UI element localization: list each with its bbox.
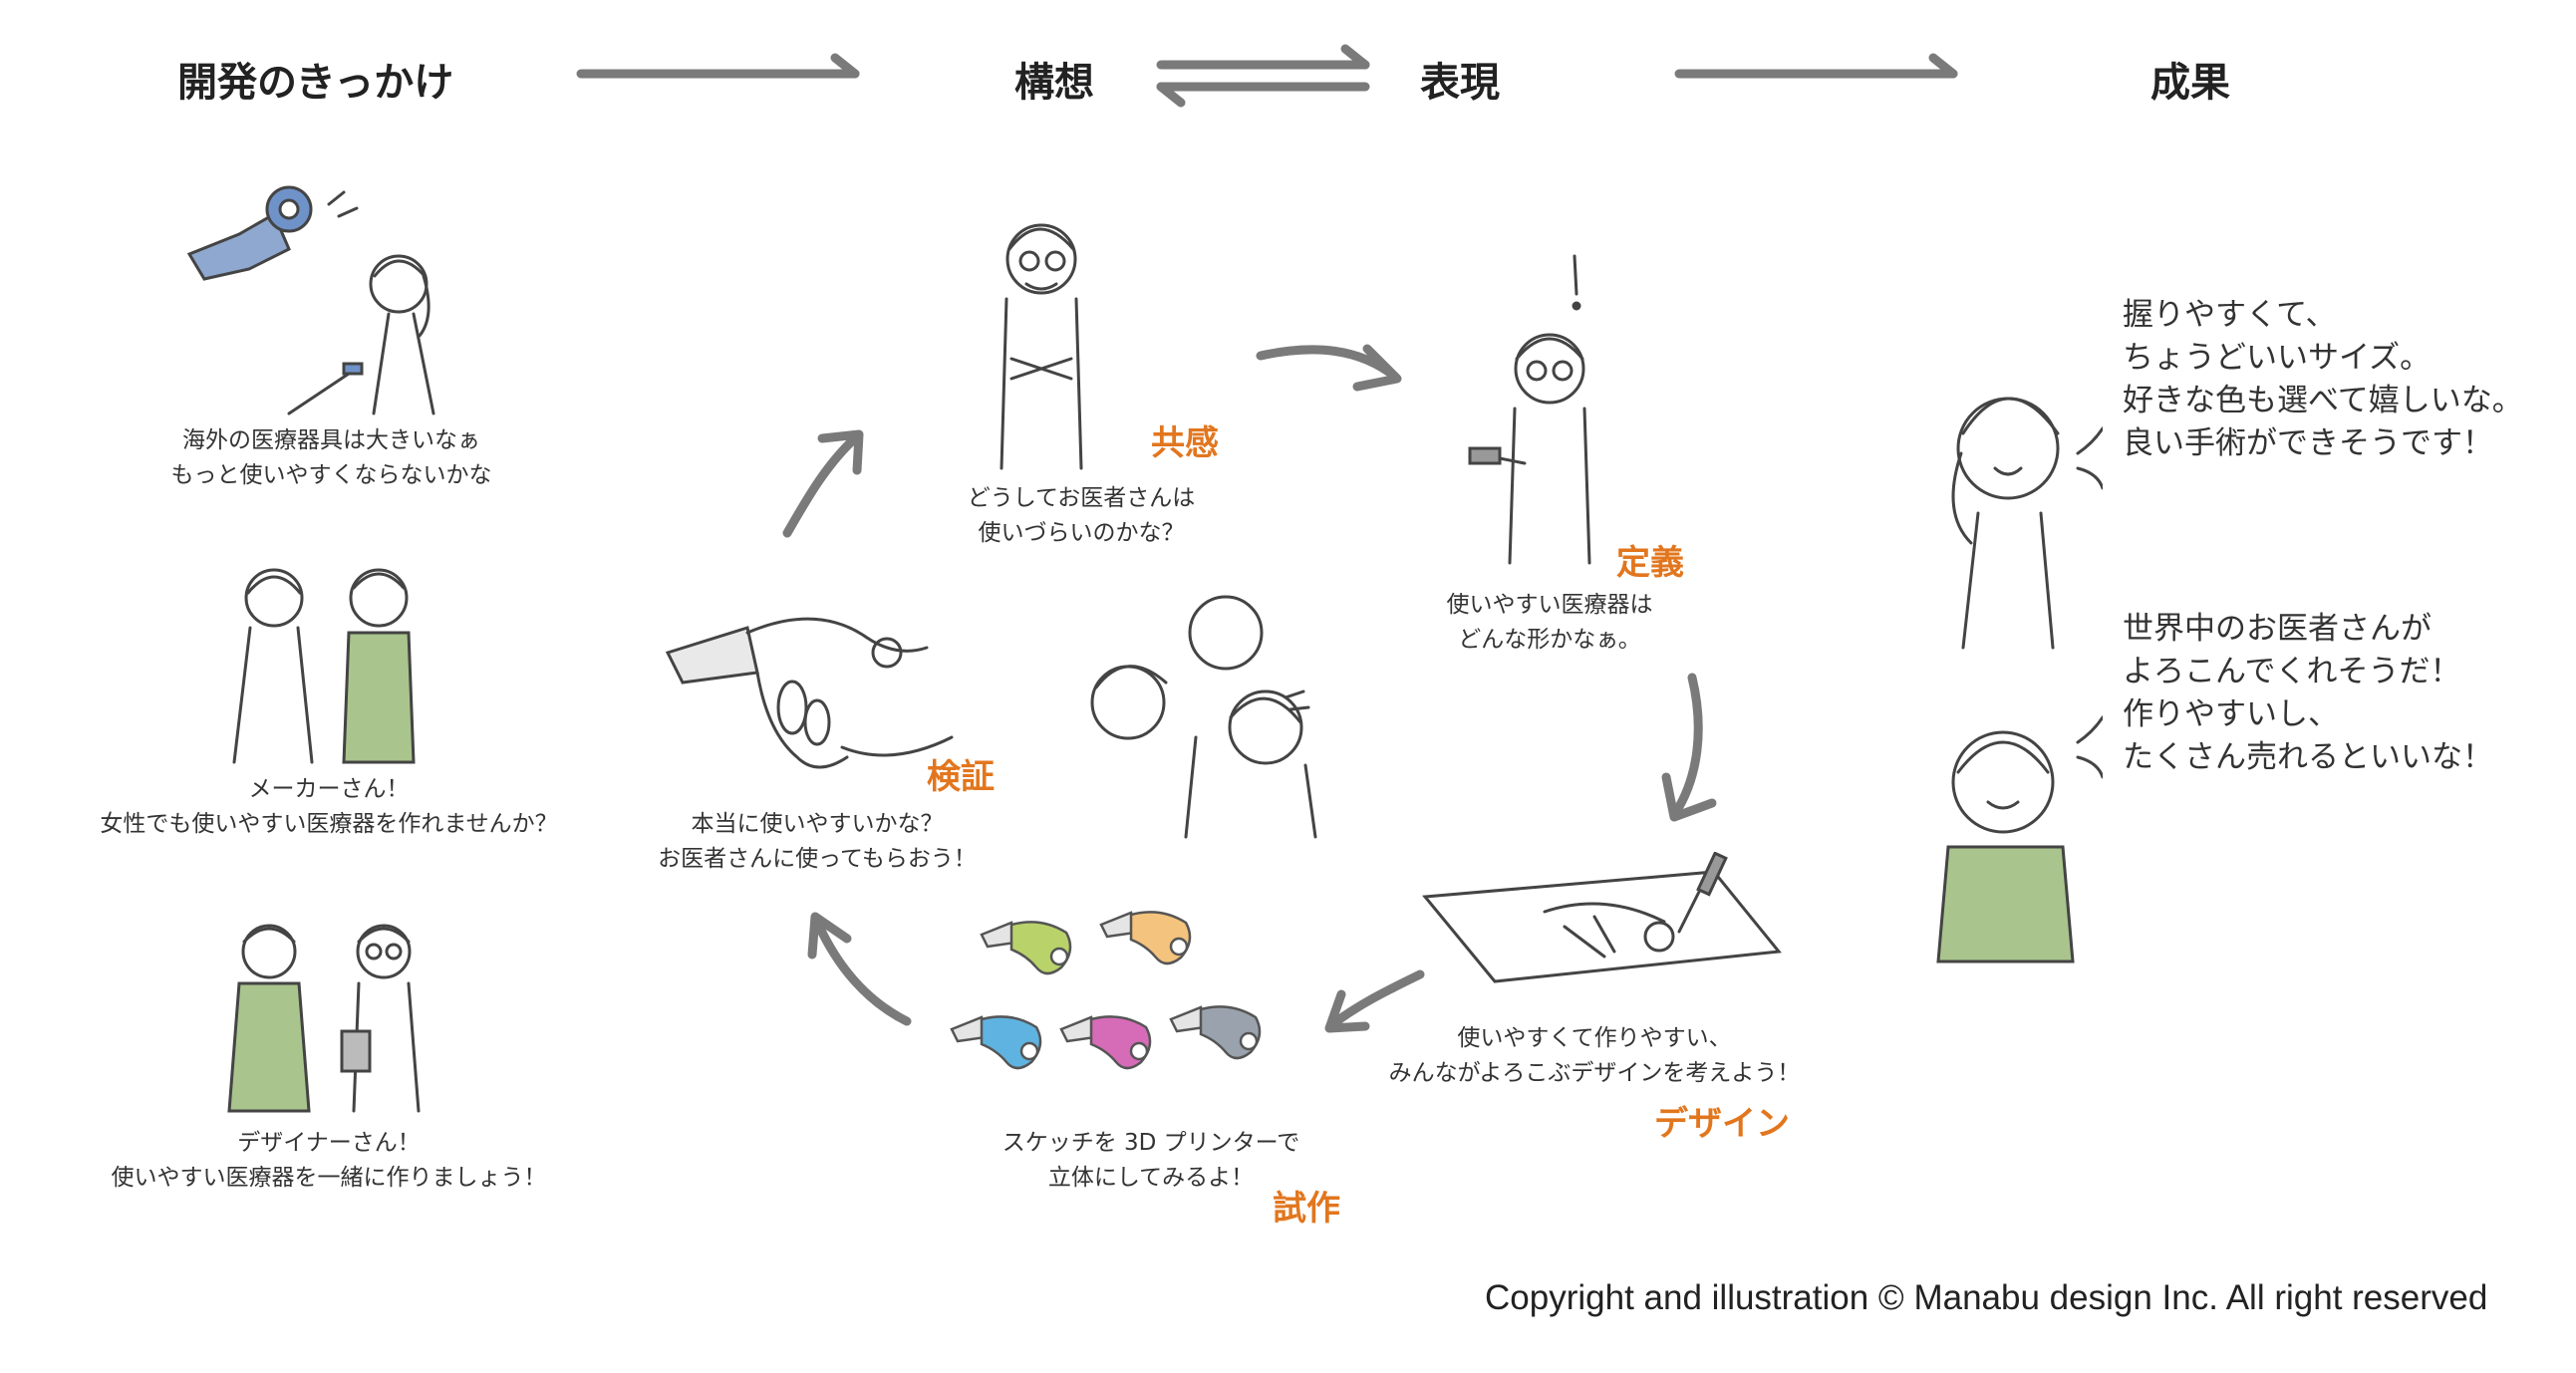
scene-doctor-maker-illustration bbox=[232, 568, 416, 764]
prototype-caption-line2: 立体にしてみるよ！ bbox=[1047, 1165, 1255, 1191]
cycle-arrow-definition-to-design bbox=[1661, 673, 1717, 822]
prototype-part bbox=[950, 1015, 1042, 1070]
prototype-part bbox=[1169, 1005, 1262, 1060]
team-center-illustration bbox=[1090, 595, 1317, 839]
design-caption-line2: みんながよろこぶデザインを考えよう！ bbox=[1388, 1060, 1801, 1086]
verify-caption: 本当に使いやすいかな？ お医者さんに使ってもらおう！ bbox=[638, 807, 997, 877]
prototype-part bbox=[1059, 1015, 1152, 1070]
scene-maker-designer-illustration bbox=[227, 924, 421, 1113]
scene2-caption: メーカーさん！ 女性でも使いやすい医療器を作れませんか？ bbox=[90, 772, 568, 842]
verify-tag: 検証 bbox=[927, 757, 995, 797]
maker-speech-line2: よろこんでくれそうだ！ bbox=[2123, 654, 2461, 689]
prototype-parts-illustration bbox=[950, 911, 1262, 1070]
header-expression: 表現 bbox=[1420, 60, 1500, 106]
scene3-caption: デザイナーさん！ 使いやすい医療器を一緒に作りましょう！ bbox=[90, 1126, 568, 1196]
prototype-caption-line1: スケッチを 3D プリンターで bbox=[1002, 1130, 1300, 1156]
result-doctor-illustration bbox=[1951, 397, 2103, 650]
design-sketch-illustration bbox=[1422, 852, 1782, 983]
scene1-caption: 海外の医療器具は大きいなぁ もっと使いやすくならないかな bbox=[144, 423, 518, 493]
arrow-expression-to-result bbox=[1674, 53, 1958, 79]
maker-speech-line1: 世界中のお医者さんが bbox=[2123, 611, 2432, 647]
scene1-caption-line1: 海外の医療器具は大きいなぁ bbox=[182, 427, 480, 453]
definition-tag: 定義 bbox=[1616, 543, 1684, 583]
doctor-speech-line4: 良い手術ができそうです！ bbox=[2123, 425, 2493, 461]
header-origin: 開発のきっかけ bbox=[177, 60, 454, 106]
scene1-caption-line2: もっと使いやすくならないかな bbox=[170, 462, 492, 488]
scene3-caption-line1: デザイナーさん！ bbox=[237, 1130, 421, 1156]
scene-large-instrument-illustration bbox=[186, 185, 435, 415]
definition-caption: 使いやすい医療器は どんな形かなぁ。 bbox=[1400, 588, 1699, 658]
copyright-notice: Copyright and illustration © Manabu desi… bbox=[1485, 1278, 2488, 1317]
empathy-caption-line2: 使いづらいのかな？ bbox=[978, 520, 1185, 546]
arrow-origin-to-concept bbox=[576, 53, 860, 79]
empathy-caption: どうしてお医者さんは 使いづらいのかな？ bbox=[932, 481, 1231, 551]
header-concept: 構想 bbox=[1014, 60, 1094, 106]
result-maker-speech: 世界中のお医者さんが よろこんでくれそうだ！ 作りやすいし、 たくさん売れるとい… bbox=[2123, 608, 2493, 779]
prototype-tag: 試作 bbox=[1273, 1189, 1340, 1229]
verify-caption-line1: 本当に使いやすいかな？ bbox=[691, 811, 944, 837]
scene2-caption-line1: メーカーさん！ bbox=[248, 776, 410, 802]
empathy-caption-line1: どうしてお医者さんは bbox=[967, 485, 1196, 511]
prototype-part bbox=[980, 921, 1072, 975]
result-doctor-speech: 握りやすくて、 ちょうどいいサイズ。 好きな色も選べて嬉しいな。 良い手術ができ… bbox=[2123, 294, 2523, 465]
verify-hand-instrument-illustration bbox=[665, 617, 954, 769]
scene3-caption-line2: 使いやすい医療器を一緒に作りましょう！ bbox=[111, 1165, 547, 1191]
design-caption: 使いやすくて作りやすい、 みんながよろこぶデザインを考えよう！ bbox=[1345, 1021, 1844, 1091]
verify-caption-line2: お医者さんに使ってもらおう！ bbox=[658, 846, 977, 872]
definition-designer-illustration bbox=[1468, 254, 1591, 565]
empathy-designer-illustration bbox=[1000, 223, 1083, 470]
doctor-speech-line2: ちょうどいいサイズ。 bbox=[2123, 340, 2432, 376]
prototype-part bbox=[1099, 911, 1192, 965]
doctor-speech-line3: 好きな色も選べて嬉しいな。 bbox=[2123, 383, 2523, 418]
prototype-caption: スケッチを 3D プリンターで 立体にしてみるよ！ bbox=[982, 1126, 1320, 1196]
design-tag: デザイン bbox=[1654, 1104, 1790, 1144]
result-maker-illustration bbox=[1936, 715, 2103, 963]
maker-speech-line4: たくさん売れるといいな！ bbox=[2123, 739, 2493, 775]
maker-speech-line3: 作りやすいし、 bbox=[2123, 696, 2339, 732]
scene2-caption-line2: 女性でも使いやすい医療器を作れませんか？ bbox=[100, 811, 558, 837]
definition-caption-line2: どんな形かなぁ。 bbox=[1458, 627, 1641, 653]
header-result: 成果 bbox=[2150, 60, 2230, 106]
cycle-arrow-empathy-to-definition bbox=[1256, 344, 1402, 392]
definition-caption-line1: 使いやすい医療器は bbox=[1446, 592, 1653, 618]
doctor-speech-line1: 握りやすくて、 bbox=[2123, 297, 2337, 333]
cycle-arrow-verify-to-empathy bbox=[782, 429, 864, 538]
arrow-concept-expression-bidirectional bbox=[1156, 44, 1370, 108]
cycle-arrow-design-to-prototype bbox=[1324, 969, 1425, 1033]
design-caption-line1: 使いやすくて作りやすい、 bbox=[1457, 1025, 1732, 1051]
empathy-tag: 共感 bbox=[1151, 423, 1219, 463]
cycle-arrow-prototype-to-verify bbox=[807, 912, 912, 1026]
